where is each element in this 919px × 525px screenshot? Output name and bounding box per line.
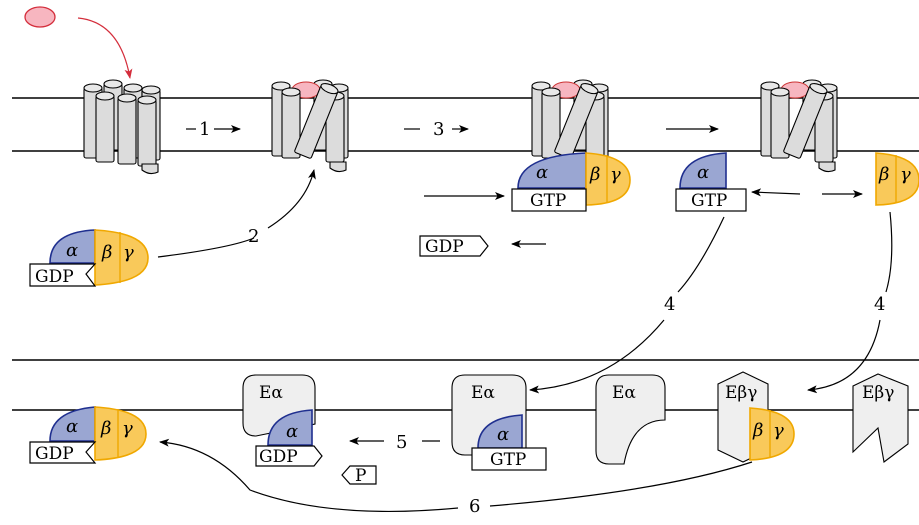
effector-alpha-gtp-complex: Eα α GTP [451, 374, 547, 471]
effector-alpha-free: Eα [595, 374, 666, 465]
free-beta-label: β [878, 164, 889, 185]
free-gamma-label: γ [900, 164, 911, 185]
step-3-label: 3 [433, 119, 444, 140]
free-gtp-box [675, 188, 747, 212]
reassembled-alpha-label: α [66, 416, 78, 437]
ligand [24, 6, 56, 28]
free-gtp-label: GTP [691, 191, 727, 211]
bound-alpha-label: α [536, 162, 548, 183]
effector-betagamma-right [852, 373, 909, 463]
reassembled-gdp-label: GDP [35, 444, 74, 464]
beta-gamma-subunit [94, 229, 149, 286]
reassembled-g-protein: α β γ GDP [29, 406, 147, 464]
bound-gtp-box [511, 188, 587, 212]
ligand-binding-arrow [77, 17, 133, 79]
step-2-label: 2 [248, 226, 259, 247]
free-alpha-label: α [697, 162, 709, 183]
center-gtp-box [471, 447, 547, 471]
effector-alpha-right [595, 374, 666, 465]
bound-alpha-subunit [517, 152, 587, 189]
complex-gamma-label: γ [773, 420, 784, 441]
step-2-curve-lower [157, 237, 255, 258]
inactive-g-protein: α β γ GDP [29, 229, 149, 287]
reassembled-alpha-subunit [49, 406, 96, 442]
hydrolysis-gdp-box [255, 445, 323, 467]
alpha-subunit [49, 229, 96, 264]
gdp-box [29, 263, 97, 287]
complex-beta-label: β [752, 420, 763, 441]
bound-beta-gamma-subunit [585, 152, 631, 206]
gamma-label: γ [123, 242, 134, 263]
receptor-after-dissociation [760, 79, 838, 173]
reassembled-beta-gamma-subunit [94, 406, 147, 461]
step-6-label: 6 [469, 496, 480, 517]
step-4-betagamma-curve-upper [885, 211, 893, 293]
bound-gtp-label: GTP [530, 191, 566, 211]
reassembled-gamma-label: γ [122, 418, 133, 439]
beta-label: β [101, 242, 112, 263]
hydrolysis-alpha-subunit [267, 409, 313, 446]
reassembled-beta-label: β [100, 418, 111, 439]
step-6-arrow [159, 438, 459, 513]
effector-betagamma-right-label: Eβγ [862, 383, 894, 403]
released-gdp-label: GDP [425, 237, 464, 257]
center-gtp-label: GTP [490, 450, 526, 470]
effector-betagamma-free: Eβγ [852, 373, 909, 463]
step-6-curve-right [489, 461, 753, 507]
step-2-arrow [267, 169, 316, 229]
free-alpha-gtp: α GTP [675, 152, 747, 212]
complex-beta-gamma-subunit [749, 407, 795, 461]
phosphate-box [341, 465, 377, 485]
effector-alpha-left-label: Eα [259, 383, 283, 403]
bound-beta-label: β [589, 164, 600, 185]
free-beta-gamma: β γ [875, 152, 919, 206]
free-alpha-subunit [679, 152, 727, 189]
effector-alpha-right-label: Eα [612, 383, 636, 403]
effector-alpha-gdp-complex: Eα α GDP P [242, 374, 377, 486]
released-gdp-box [419, 235, 489, 257]
hydrolysis-alpha-label: α [286, 421, 298, 442]
dissociation-arrow-left [751, 188, 801, 197]
alpha-label: α [66, 240, 78, 261]
effector-alpha-center-label: Eα [471, 383, 495, 403]
center-alpha-label: α [497, 424, 509, 445]
reassembled-gdp-box [29, 441, 97, 464]
effector-betagamma-complex: Eβγ β γ [717, 371, 795, 463]
gdp-label: GDP [35, 267, 74, 287]
receptor-resting [83, 79, 161, 175]
step-1-label: 1 [199, 119, 210, 140]
receptor-ligand-bound [271, 79, 349, 173]
step-4-alpha-label: 4 [664, 294, 675, 315]
step-4-alpha-arrow [529, 319, 665, 394]
step-4-betagamma-arrow [807, 319, 881, 394]
step-4-betagamma-label: 4 [874, 294, 885, 315]
bound-g-protein: α β γ GTP [511, 152, 631, 212]
hydrolysis-gdp-label: GDP [259, 447, 298, 467]
step-5-label: 5 [396, 432, 407, 453]
bound-gamma-label: γ [610, 164, 621, 185]
phosphate-label: P [355, 466, 366, 486]
effector-betagamma-center-label: Eβγ [725, 383, 757, 403]
step-4-alpha-curve-upper [677, 216, 725, 293]
